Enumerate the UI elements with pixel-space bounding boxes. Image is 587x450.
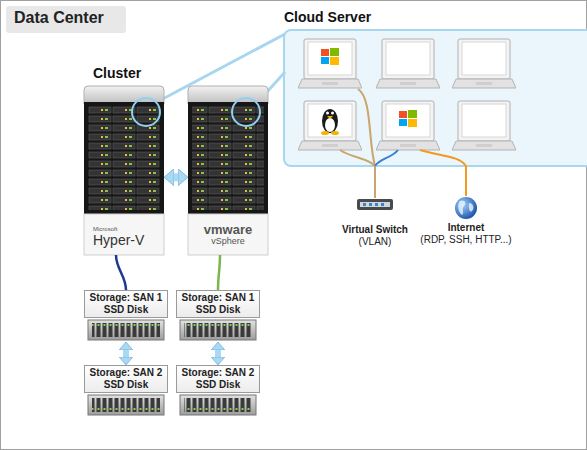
replication-arrow xyxy=(123,350,129,357)
network-wire xyxy=(340,150,375,166)
penguin-eye xyxy=(326,112,329,115)
logo-big: Hyper-V xyxy=(93,233,144,248)
storage-link xyxy=(218,255,220,290)
icon-sub: (RDP, SSH, HTTP...) xyxy=(411,234,521,246)
logo-tile xyxy=(330,57,339,65)
server-body xyxy=(84,102,164,214)
disk-shelf xyxy=(180,395,256,415)
server-tower xyxy=(188,86,268,255)
logo-tile xyxy=(408,110,417,118)
server-front xyxy=(188,214,268,255)
zoom-circle xyxy=(232,98,260,126)
laptop-icon xyxy=(298,39,362,88)
disk-shelf xyxy=(88,395,164,415)
network-link xyxy=(374,166,376,198)
hypervisor-server: MicrosoftHyper-V xyxy=(84,86,164,255)
network-link xyxy=(465,166,467,196)
server-body xyxy=(188,102,268,214)
laptop-icon xyxy=(452,39,516,88)
storage-box: Storage: SAN 2 SSD Disk xyxy=(84,365,168,417)
virtual-switch: Virtual Switch(VLAN) xyxy=(325,198,425,248)
penguin-foot xyxy=(321,131,329,135)
logo-tile xyxy=(399,119,407,126)
internet-node: Internet(RDP, SSH, HTTP...) xyxy=(411,196,521,248)
switch-body xyxy=(357,199,393,210)
storage-label: Storage: SAN 2 SSD Disk xyxy=(176,365,260,393)
server-front xyxy=(84,214,164,255)
disk-shelf xyxy=(180,320,256,340)
globe-land xyxy=(469,203,474,212)
globe-land xyxy=(458,200,465,215)
disk-shelf xyxy=(88,320,164,340)
linux-logo xyxy=(321,109,339,135)
vm-brand: vmware xyxy=(204,223,252,236)
icon-title: Internet xyxy=(411,222,521,234)
sync-arrow xyxy=(174,173,178,181)
title-tab xyxy=(6,6,126,33)
switch-port xyxy=(381,203,384,206)
laptop-icon xyxy=(376,101,440,150)
disk-slots xyxy=(184,398,252,412)
disk-slots xyxy=(92,398,160,412)
network-wires xyxy=(340,89,466,166)
globe-icon xyxy=(455,197,477,219)
switch-ports xyxy=(360,202,390,207)
switch-port xyxy=(369,203,372,206)
hypervisor-server: vmwarevSphere xyxy=(188,86,268,255)
storage-box: Storage: SAN 1 SSD Disk xyxy=(176,290,260,342)
logo-tile xyxy=(399,111,407,118)
windows-logo xyxy=(321,48,339,65)
zoom-lines xyxy=(157,34,285,103)
penguin-foot xyxy=(331,131,339,135)
penguin-beak xyxy=(327,116,333,119)
laptop-icon xyxy=(376,39,440,88)
globe xyxy=(455,197,477,219)
network-wire xyxy=(375,150,398,166)
icon-title: Virtual Switch xyxy=(325,224,425,236)
switch-port xyxy=(375,203,378,206)
network-wire xyxy=(358,89,375,166)
storage-link xyxy=(116,255,126,290)
storage-box: Storage: SAN 2 SSD Disk xyxy=(176,365,260,417)
penguin-eye xyxy=(331,112,334,115)
windows-logo xyxy=(399,110,417,127)
storage-label: Storage: SAN 1 SSD Disk xyxy=(176,290,260,318)
panel-heading: Cloud Server xyxy=(284,9,371,25)
zoom-circle xyxy=(132,98,160,126)
server-cap xyxy=(84,86,164,104)
diagram-title: Data Center xyxy=(14,9,104,27)
icon-sub: (VLAN) xyxy=(325,236,425,248)
storage-label: Storage: SAN 1 SSD Disk xyxy=(84,290,168,318)
laptops xyxy=(298,39,516,150)
replication-arrow xyxy=(215,350,221,357)
server-tower xyxy=(84,86,164,255)
logo-tile xyxy=(321,57,329,64)
switch-icon xyxy=(357,199,393,210)
panel-outline xyxy=(284,30,587,166)
penguin-body xyxy=(322,109,338,133)
laptop-icon xyxy=(298,101,362,150)
logo-tile xyxy=(321,49,329,56)
cloud-server-panel: Cloud Server xyxy=(284,30,587,166)
network-wire xyxy=(420,150,466,166)
penguin-belly xyxy=(325,118,335,132)
storage-label: Storage: SAN 2 SSD Disk xyxy=(84,365,168,393)
logo-tile xyxy=(330,48,339,56)
logo-tile xyxy=(408,119,417,127)
group-label: Cluster xyxy=(93,65,141,81)
disk-slots xyxy=(92,323,160,337)
disk-slots xyxy=(184,323,252,337)
vm-product: vSphere xyxy=(211,236,245,247)
logo-small: Microsoft xyxy=(93,226,117,233)
drive-bays xyxy=(192,106,264,210)
switch-port xyxy=(363,203,366,206)
drive-bays xyxy=(88,106,160,210)
laptop-icon xyxy=(452,101,516,150)
storage-box: Storage: SAN 1 SSD Disk xyxy=(84,290,168,342)
